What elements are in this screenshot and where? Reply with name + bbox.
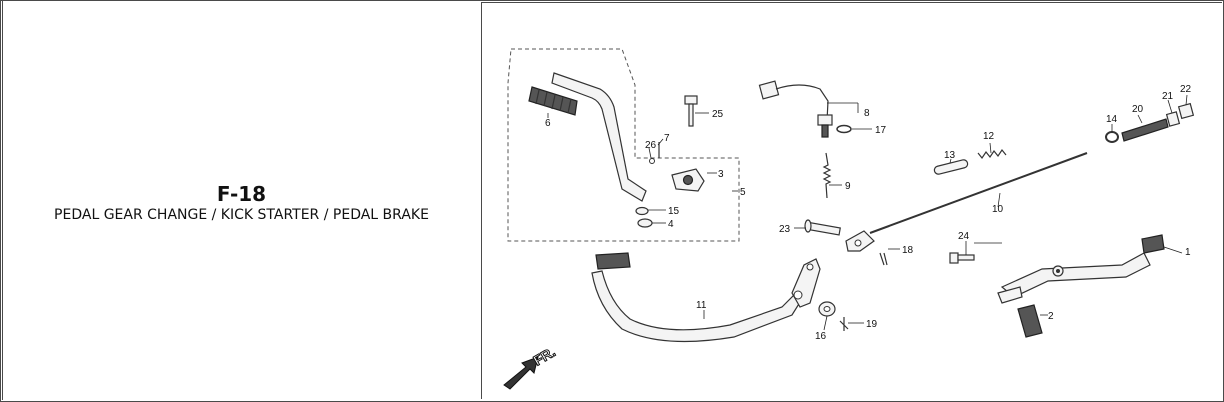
parts-diagram: 1 2 3 4 5 6 7 8 9 10 11 12 13 14 15 16 1… [481,2,1222,399]
front-direction-indicator: FR. [503,343,559,390]
washer-15-part [635,206,649,216]
pin-13-part [933,159,969,175]
front-arrow-icon [503,356,539,390]
callout-11: 11 [696,300,707,311]
brake-rod-10-part [845,152,1088,252]
callout-17: 17 [875,125,887,136]
callout-8: 8 [864,108,870,119]
callout-15: 15 [668,206,680,217]
spring-9-part [822,152,832,199]
callout-13: 13 [944,150,956,161]
washer-14-part [1105,131,1119,143]
callout-22: 22 [1180,84,1192,95]
callout-26: 26 [645,140,657,151]
washer-4-part [637,218,653,228]
callout-3: 3 [718,169,724,180]
callout-18: 18 [902,245,914,256]
cotter-pin-19-part [839,317,849,331]
callout-14: 14 [1106,114,1118,125]
shift-rubber-2-part [1017,304,1043,338]
bolt-24-part [949,252,975,264]
spring-12-part [977,148,1007,160]
leader-lines [547,94,1188,331]
switch-8-part [758,80,833,138]
gear-change-pedal-1-part [997,234,1165,304]
figure-code: F-18 [216,182,267,206]
nut-21-part [1165,111,1181,127]
parts-diagram-canvas: 1 2 3 4 5 6 7 8 9 10 11 12 13 14 15 16 1… [503,48,1195,390]
callout-10: 10 [992,204,1004,215]
kick-clamp-part [671,168,705,192]
callout-2: 2 [1048,311,1054,322]
kick-starter-assembly-outline [507,48,740,242]
callout-24: 24 [958,231,970,242]
callout-25: 25 [712,109,724,120]
pivot-pin-23-part [804,219,841,236]
kick-pin-part [649,142,660,164]
callout-4: 4 [668,219,674,230]
callout-23: 23 [779,224,791,235]
spring-20-part [1121,118,1169,142]
brake-pedal-11-part [591,252,821,343]
callout-20: 20 [1132,104,1144,115]
callout-12: 12 [983,131,995,142]
callout-7: 7 [664,133,670,144]
joint-22-part [1177,102,1195,120]
figure-title: PEDAL GEAR CHANGE / KICK STARTER / PEDAL… [54,207,429,223]
callout-16: 16 [815,331,827,342]
callout-19: 19 [866,319,878,330]
kick-rubber-part [528,86,578,116]
kick-arm-part [551,72,647,202]
cotter-pin-18-part [879,252,888,266]
callouts: 1 2 3 4 5 6 7 8 9 10 11 12 13 14 15 16 1… [545,84,1192,342]
callout-1: 1 [1185,247,1191,258]
title-panel: F-18 PEDAL GEAR CHANGE / KICK STARTER / … [2,0,480,400]
callout-5: 5 [740,187,746,198]
callout-9: 9 [845,181,851,192]
o-ring-17-part [836,124,852,134]
callout-21: 21 [1162,91,1174,102]
bolt-25-part [684,95,698,127]
callout-6: 6 [545,118,551,129]
